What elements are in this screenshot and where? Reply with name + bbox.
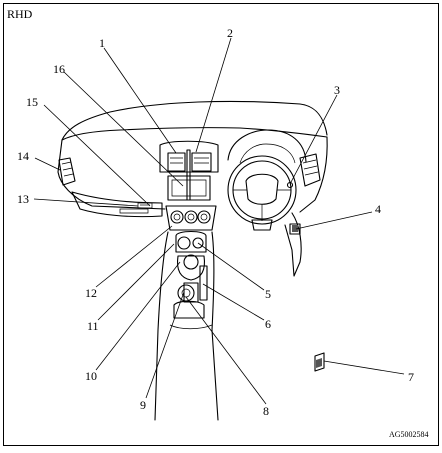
accessory-socket — [177, 236, 191, 250]
hazard-strip — [186, 149, 191, 201]
leader-lines — [33, 37, 405, 405]
dash-left-face — [57, 139, 166, 210]
callout-5: 5 — [265, 287, 271, 301]
part-7 — [314, 352, 325, 372]
left-vent — [58, 157, 76, 186]
callout-14: 14 — [17, 149, 29, 163]
console-left — [154, 231, 169, 421]
callout-2: 2 — [227, 26, 233, 40]
center-vent-left — [167, 152, 186, 172]
center-vent-right — [191, 152, 212, 172]
dash-right-face — [299, 136, 328, 213]
right-vent — [299, 153, 321, 187]
steering-column — [251, 219, 273, 231]
figure-frame — [3, 3, 439, 446]
callout-1: 1 — [99, 36, 105, 50]
callout-8: 8 — [263, 404, 269, 418]
glove-box — [71, 191, 163, 218]
right-lower-panel — [284, 212, 302, 277]
callout-3: 3 — [334, 83, 340, 97]
usb-port — [192, 237, 204, 249]
dashboard-drawing — [57, 100, 328, 421]
figure-code: AG5002584 — [389, 430, 429, 439]
callout-11: 11 — [87, 319, 99, 333]
knob-center — [184, 210, 198, 224]
callout-labels: 1 2 3 4 5 6 7 8 9 10 11 12 13 14 15 16 — [17, 26, 414, 418]
steering-hub — [245, 173, 279, 205]
shift-lever-boot — [176, 255, 206, 281]
shift-knob — [183, 254, 199, 270]
callout-15: 15 — [26, 95, 38, 109]
switch-3 — [286, 181, 294, 189]
cup-holder — [177, 284, 195, 302]
meter-hood — [227, 129, 307, 163]
parking-brake — [199, 265, 208, 301]
knob-left — [170, 210, 184, 224]
knob-right — [197, 210, 211, 224]
callout-13: 13 — [17, 192, 29, 206]
console-right — [211, 231, 219, 421]
header-label: RHD — [7, 7, 33, 21]
center-stack-frame — [159, 140, 219, 173]
shift-surround — [175, 230, 207, 253]
dash-top-outline — [61, 100, 328, 141]
callout-12: 12 — [85, 286, 97, 300]
dash-top-edge — [61, 127, 328, 141]
callout-16: 16 — [53, 62, 65, 76]
callout-10: 10 — [85, 369, 97, 383]
climate-panel — [165, 205, 217, 231]
steering-wheel-rim — [227, 155, 297, 225]
callout-7: 7 — [408, 370, 414, 384]
callout-4: 4 — [375, 202, 381, 216]
callout-6: 6 — [265, 317, 271, 331]
display-unit — [167, 175, 211, 201]
callout-9: 9 — [140, 398, 146, 412]
console-box — [173, 300, 205, 319]
